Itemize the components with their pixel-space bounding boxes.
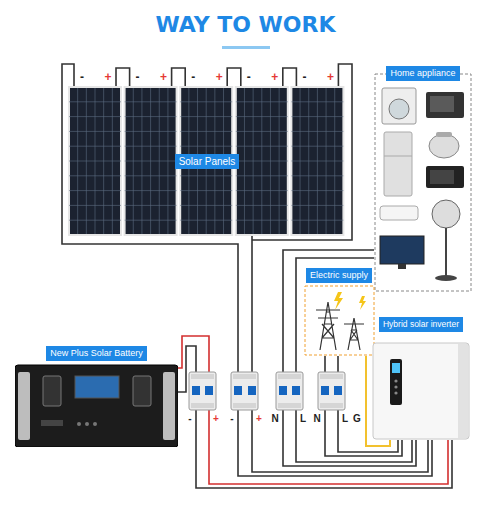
- circuit-breaker: [318, 372, 345, 410]
- terminal-sign: -: [302, 70, 306, 84]
- terminal-name: -: [188, 412, 191, 426]
- solar-panel-array: Solar Panels: [68, 86, 346, 236]
- terminal-name: -: [230, 412, 233, 426]
- terminal-name: N: [313, 412, 320, 426]
- circuit-breaker: [189, 372, 216, 410]
- terminal-name: +: [213, 412, 219, 426]
- terminal-sign: +: [104, 70, 111, 84]
- circuit-breaker: [276, 372, 303, 410]
- battery-unit: New Plus Solar Battery: [15, 346, 178, 447]
- terminal-sign: -: [191, 70, 195, 84]
- battery-unit-picture: [15, 346, 178, 447]
- terminal-name: L: [300, 412, 306, 426]
- title-underline: [222, 46, 270, 49]
- terminal-sign: -: [80, 70, 84, 84]
- terminal-name: G: [353, 412, 361, 426]
- terminal-sign: -: [136, 70, 140, 84]
- terminal-name: +: [256, 412, 262, 426]
- terminal-name: N: [271, 412, 278, 426]
- terminal-sign: -: [247, 70, 251, 84]
- diagram-title: WAY TO WORK: [0, 12, 491, 37]
- terminal-sign: +: [271, 70, 278, 84]
- terminal-name: L: [342, 412, 348, 426]
- node-label: Electric supply: [306, 268, 372, 283]
- node-label: Hybrid solar inverter: [379, 317, 463, 332]
- circuit-breaker: [231, 372, 258, 410]
- appliance-box: Home appliance: [374, 66, 472, 292]
- appliance-box-picture: [374, 66, 472, 292]
- grid-supply-box: Electric supply: [304, 268, 375, 356]
- terminal-sign: +: [160, 70, 167, 84]
- terminal-sign: +: [327, 70, 334, 84]
- terminal-sign: +: [216, 70, 223, 84]
- node-label: Solar Panels: [175, 154, 240, 169]
- inverter-unit-picture: [372, 317, 470, 440]
- node-label: Home appliance: [386, 66, 459, 81]
- inverter-unit: Hybrid solar inverter: [372, 317, 470, 440]
- node-label: New Plus Solar Battery: [46, 346, 147, 361]
